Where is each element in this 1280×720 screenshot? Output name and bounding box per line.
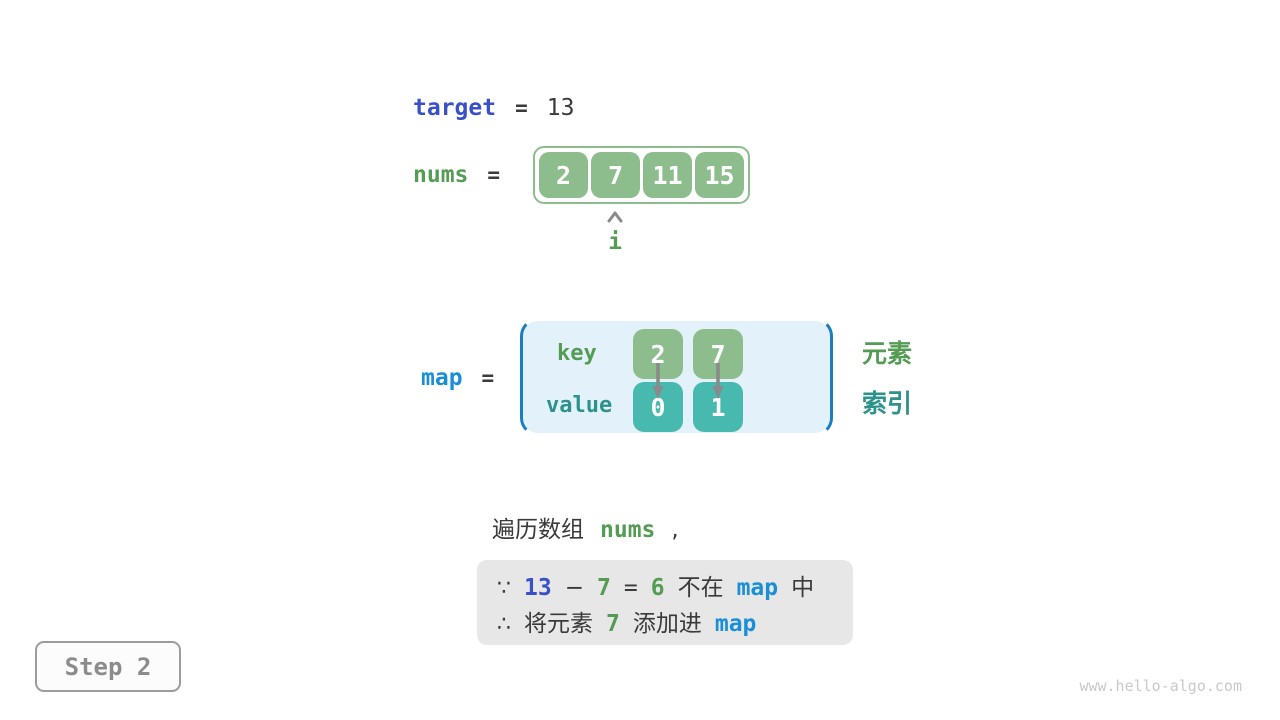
array-cell-1: 7 [591, 152, 640, 198]
note-action-prefix: 将元素 [524, 611, 593, 637]
array-cell-0: 2 [539, 152, 588, 198]
note-map-ref: map [736, 575, 779, 601]
caption-line: 遍历数组 nums , [492, 515, 679, 545]
map-value-cell-1: 1 [693, 382, 743, 432]
note-line-2: ∴ 将元素 7 添加进 map [497, 604, 853, 640]
equals-sign: = [623, 575, 638, 601]
array-cell-3: 15 [695, 152, 744, 198]
caption-nums-ref: nums [600, 517, 656, 543]
caption-suffix: , [671, 517, 679, 543]
pointer-i-label: i [608, 229, 622, 255]
note-element-value: 7 [606, 611, 620, 637]
minus-sign: − [564, 575, 584, 601]
step-badge: Step 2 [35, 641, 181, 692]
caption-prefix: 遍历数组 [492, 517, 584, 543]
watermark: www.hello-algo.com [1079, 677, 1242, 695]
map-assignment: map = [421, 363, 494, 393]
array-cell-2: 11 [643, 152, 692, 198]
target-keyword: target [413, 95, 497, 121]
reasoning-note-box: ∵ 13 − 7 = 6 不在 map 中 ∴ 将元素 7 添加进 map [477, 560, 853, 645]
hash-map-container: key value 2 7 0 1 [520, 318, 833, 436]
map-value-row-label: value [546, 393, 613, 418]
pointer-caret-icon [607, 211, 623, 223]
note-action-text: 添加进 [632, 611, 702, 637]
equals-sign: = [515, 96, 528, 120]
note-target-value: 13 [524, 575, 552, 601]
arrow-down-icon [712, 363, 724, 399]
nums-array: 2 7 11 15 [533, 146, 750, 204]
therefore-symbol: ∴ [497, 612, 511, 637]
map-key-row-label: key [557, 341, 597, 366]
note-not-in-text: 不在 [677, 575, 724, 601]
note-current-value: 7 [596, 575, 611, 601]
note-map-ref: map [714, 611, 757, 637]
target-assignment: target = 13 [413, 93, 574, 123]
note-difference-value: 6 [650, 575, 665, 601]
target-value: 13 [546, 95, 575, 121]
note-line-1: ∵ 13 − 7 = 6 不在 map 中 [497, 568, 853, 604]
equals-sign: = [487, 163, 501, 187]
index-side-label: 索引 [862, 389, 913, 418]
map-value-cell-0: 0 [633, 382, 683, 432]
nums-assignment: nums = [413, 160, 500, 190]
arrow-down-icon [652, 363, 664, 399]
element-side-label: 元素 [862, 339, 913, 368]
equals-sign: = [481, 366, 495, 390]
because-symbol: ∵ [497, 576, 511, 601]
map-keyword: map [421, 365, 463, 391]
nums-keyword: nums [413, 162, 469, 188]
note-suffix-text: 中 [791, 575, 815, 601]
